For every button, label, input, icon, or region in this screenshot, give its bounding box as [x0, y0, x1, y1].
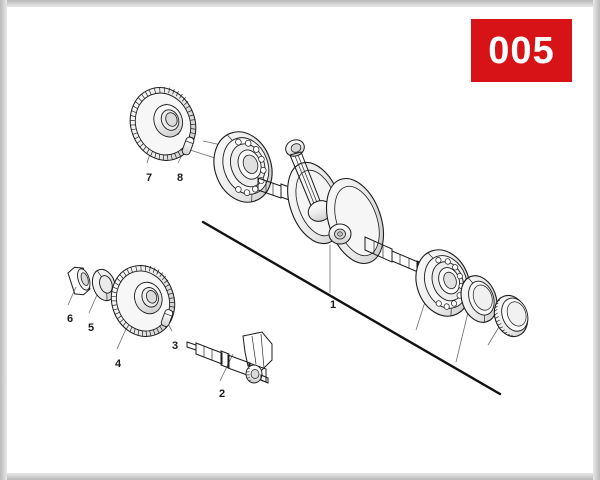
frame-border-right: [593, 0, 600, 480]
frame-border-top: [0, 0, 600, 7]
callout-4: 4: [115, 358, 122, 370]
part-balancer-gear-key: [160, 309, 174, 327]
diagram-canvas: [7, 7, 593, 473]
part-roller-bearing-cage: [493, 294, 529, 338]
page-number-badge: 005: [471, 19, 572, 82]
part-nut: [67, 266, 91, 296]
assembly-centerline: [201, 220, 502, 396]
callout-2: 2: [219, 388, 226, 400]
page-number-text: 005: [488, 29, 555, 72]
callout-3: 3: [172, 340, 179, 352]
callout-1: 1: [330, 299, 337, 311]
frame-border-bottom: [0, 473, 600, 480]
part-washer: [91, 268, 117, 302]
callout-7: 7: [146, 172, 153, 184]
part-woodruff-key-upper: [181, 136, 195, 156]
part-balancer-driven-gear: [110, 265, 176, 337]
callout-5: 5: [88, 322, 95, 334]
connecting-rod: [285, 139, 333, 222]
part-balancer-shaft: [186, 331, 273, 384]
frame-border-left: [0, 0, 7, 480]
part-main-bearing-left: [213, 131, 273, 203]
part-crankshaft-assembly: [257, 139, 435, 280]
part-main-bearing-right: [415, 249, 471, 317]
part-crank-drive-gear: [129, 87, 197, 161]
callout-6: 6: [67, 313, 74, 325]
part-spacer-ring: [460, 275, 498, 323]
callout-8: 8: [177, 172, 184, 184]
